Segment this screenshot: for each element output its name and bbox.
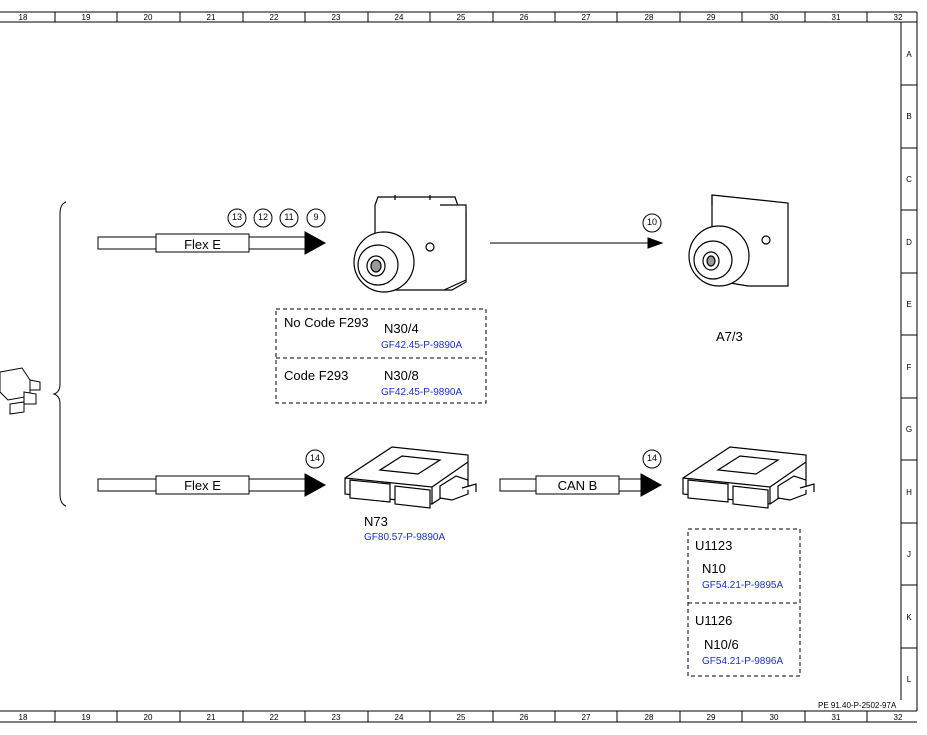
col-label-top: 30 [769,13,779,22]
row1-cable [97,231,327,255]
col-label-top: 26 [519,13,529,22]
circle-number: 14 [646,453,657,463]
col-label-top: 28 [644,13,654,22]
col-label-bottom: 28 [644,713,654,722]
col-label-top: 31 [831,13,841,22]
col-label-bottom: 31 [831,713,841,722]
component-id: N30/4 [384,321,419,336]
circle-number: 12 [257,212,268,222]
col-label-bottom: 32 [893,713,903,722]
col-label-top: 29 [706,13,716,22]
col-label-bottom: 21 [206,713,216,722]
row1-variant-box [275,308,487,404]
bus-label: CAN B [557,478,598,493]
row-label: K [906,613,912,622]
component-id: N10 [702,561,726,576]
col-label-bottom: 20 [143,713,153,722]
component-id: N10/6 [704,637,739,652]
col-label-bottom: 23 [331,713,341,722]
document-link[interactable]: GF80.57-P-9890A [364,532,446,543]
variant-code: No Code F293 [284,315,369,330]
col-label-top: 27 [581,13,591,22]
document-link[interactable]: GF54.21-P-9895A [702,580,784,591]
col-label-top: 21 [206,13,216,22]
drawing-frame [0,11,918,723]
circle-number: 14 [309,453,320,463]
circle-number: 13 [231,212,242,222]
col-label-bottom: 18 [18,713,28,722]
row-label: E [906,300,912,309]
row-label: D [906,238,912,247]
col-label-top: 18 [18,13,28,22]
a7-3-unit-image [688,194,789,287]
component-id: A7/3 [716,329,743,344]
col-label-bottom: 25 [456,713,466,722]
row2-variant-box [687,528,801,677]
col-label-top: 25 [456,13,466,22]
n10-module-image [682,446,815,509]
col-label-bottom: 22 [269,713,279,722]
col-label-top: 32 [893,13,903,22]
row-label: A [906,50,912,59]
variant-code: U1123 [695,538,733,553]
col-label-bottom: 26 [519,713,529,722]
circle-number: 9 [313,212,319,222]
component-id: N30/8 [384,368,419,383]
row-label: F [906,363,912,372]
row2-cable [97,449,327,497]
row-label: H [906,488,912,497]
col-label-bottom: 29 [706,713,716,722]
col-label-top: 24 [394,13,404,22]
col-label-bottom: 19 [81,713,91,722]
variant-code: U1126 [695,613,733,628]
row1-cable-label: Flex E [184,237,221,252]
document-link[interactable]: GF42.45-P-9890A [381,387,463,398]
group-brace [52,201,67,507]
n73-module-image [344,446,477,509]
col-label-top: 20 [143,13,153,22]
row-label: C [906,175,912,184]
col-label-top: 19 [81,13,91,22]
row-label: G [905,425,913,434]
partial-module-image [0,367,41,415]
row1-circles [227,208,326,228]
col-label-bottom: 24 [394,713,404,722]
row-label: L [906,675,912,684]
col-label-bottom: 27 [581,713,591,722]
hydraulic-unit-image [353,195,467,293]
row-label: B [906,112,912,121]
can-b-cable [499,449,663,497]
col-label-top: 23 [331,13,341,22]
col-label-top: 22 [269,13,279,22]
document-reference: PE 91.40-P-2502-97A [818,701,897,710]
circle-number: 11 [284,212,294,222]
row2-cable-label: Flex E [184,478,221,493]
circle-number: 10 [646,217,657,227]
variant-code: Code F293 [284,368,349,383]
row-label: J [907,550,911,559]
document-link[interactable]: GF54.21-P-9896A [702,656,784,667]
component-id: N73 [364,514,388,529]
col-label-bottom: 30 [769,713,779,722]
row1-connection-arrow [490,213,664,249]
document-link[interactable]: GF42.45-P-9890A [381,340,463,351]
